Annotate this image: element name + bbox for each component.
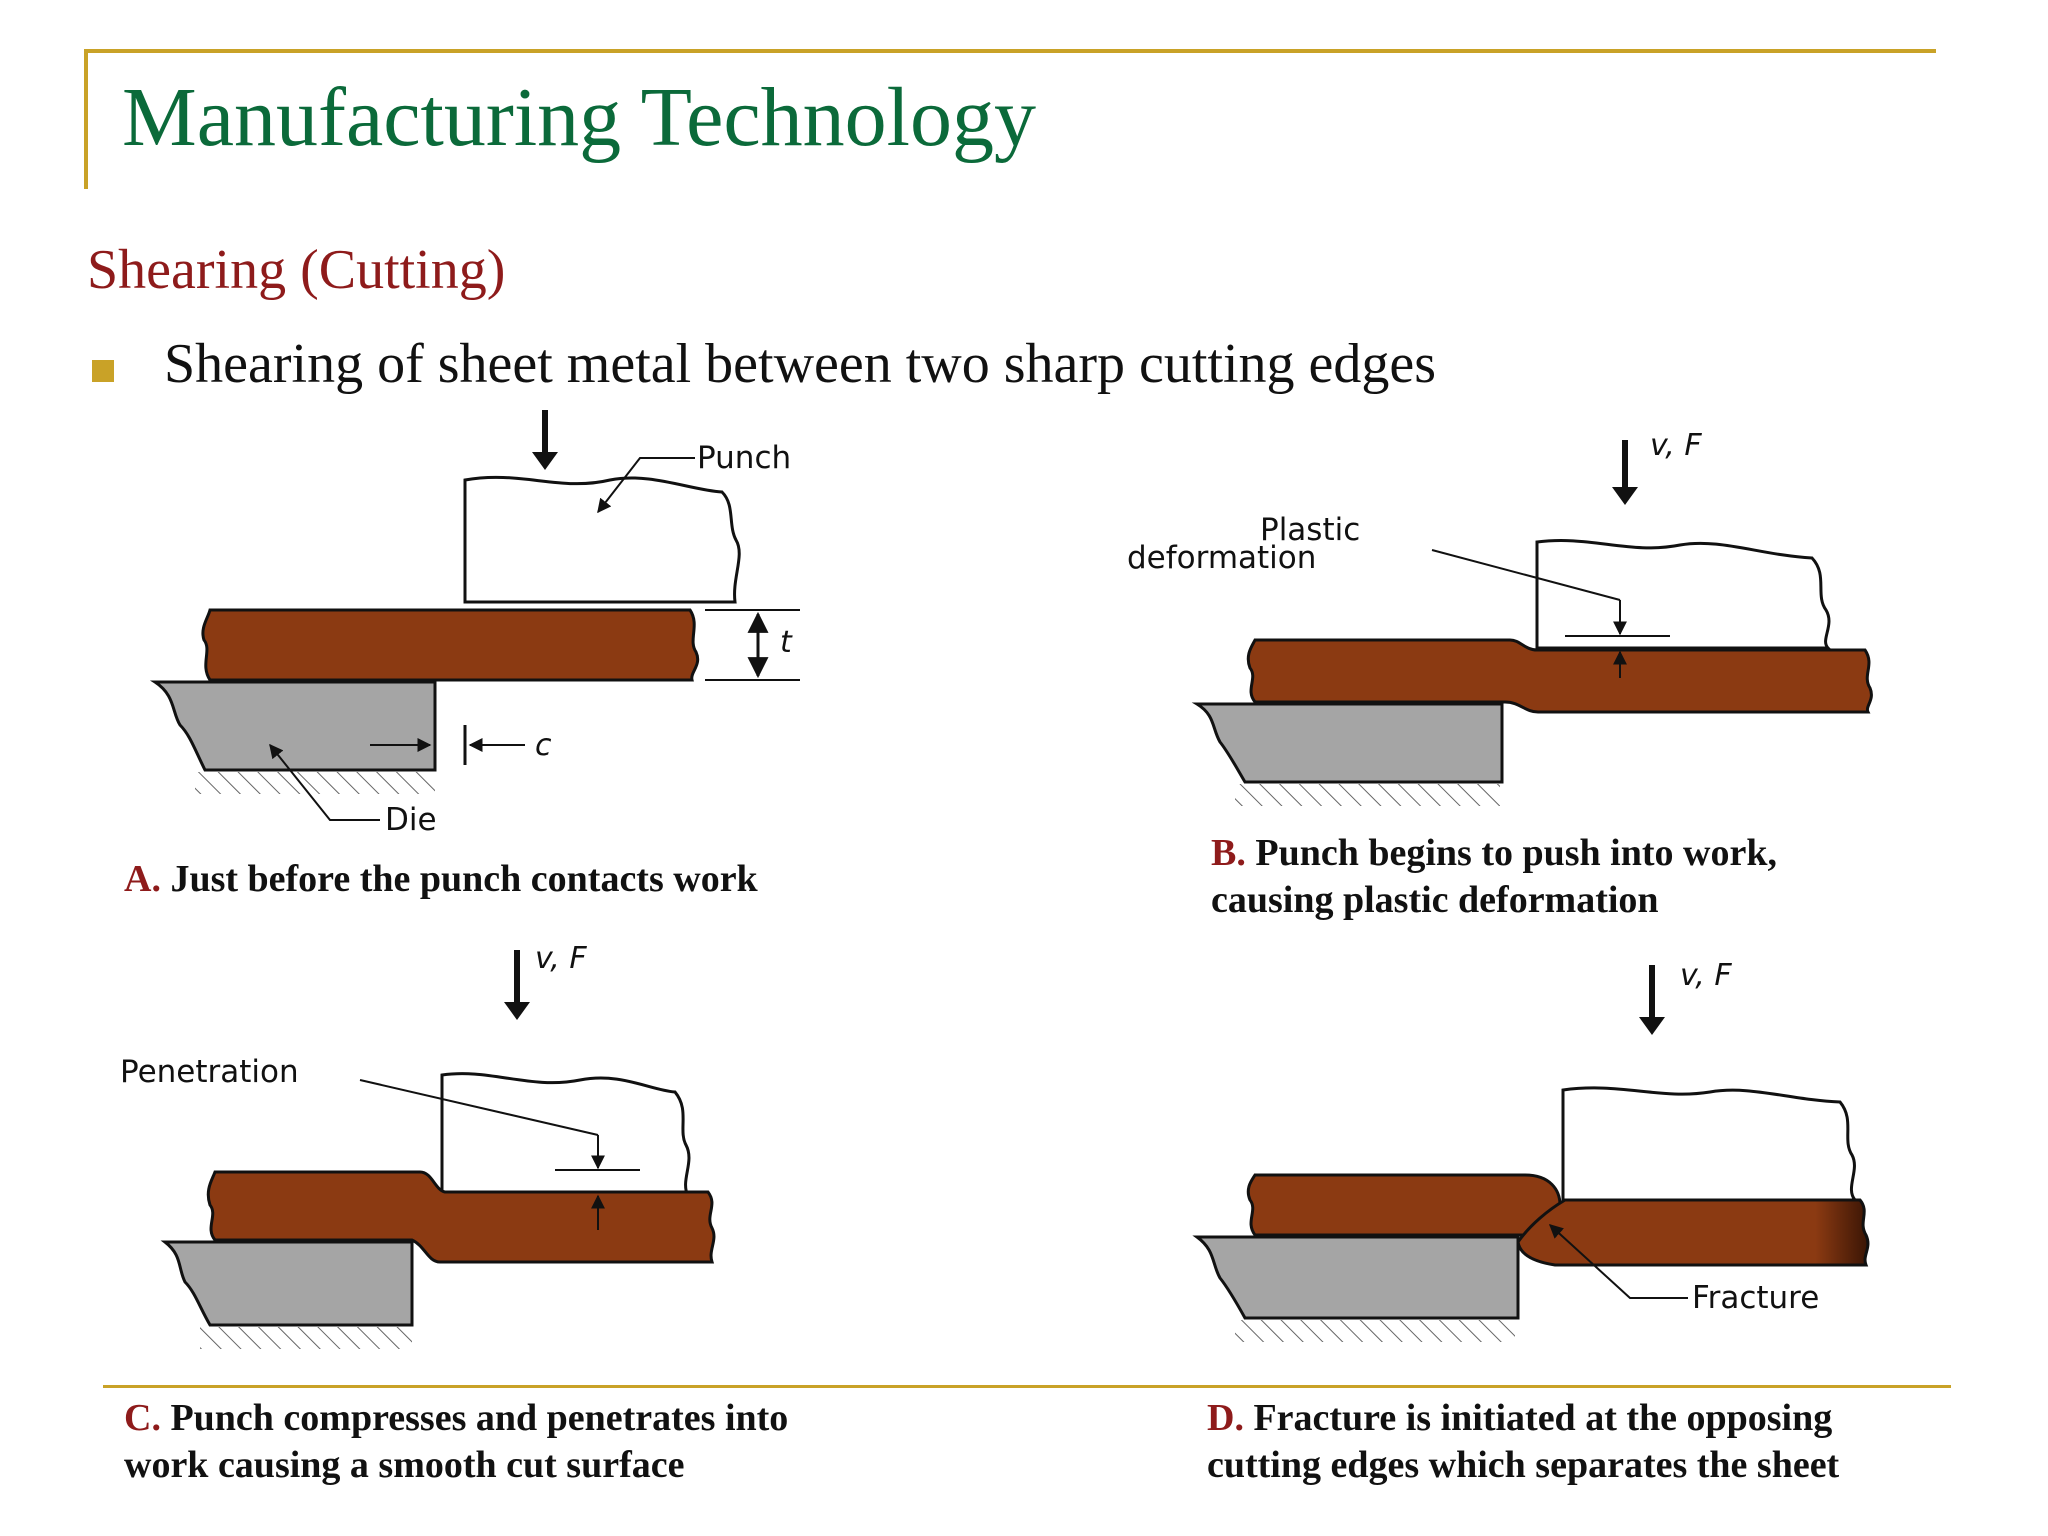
caption-d-letter: D. [1207, 1397, 1244, 1439]
caption-c-letter: C. [124, 1397, 161, 1439]
die [149, 680, 437, 772]
penetration-label: Penetration [120, 1054, 299, 1090]
die [1192, 1235, 1520, 1320]
caption-b-letter: B. [1211, 832, 1246, 874]
die [160, 1240, 414, 1327]
punch-label: Punch [697, 440, 791, 476]
caption-d: D. Fracture is initiated at the opposing… [1207, 1395, 1839, 1489]
caption-a: A. Just before the punch contacts work [124, 856, 758, 903]
caption-b: B. Punch begins to push into work, causi… [1211, 830, 1777, 924]
work-sheet [1246, 638, 1873, 714]
caption-c: C. Punch compresses and penetrates into … [124, 1395, 788, 1489]
fracture-label: Fracture [1692, 1280, 1819, 1316]
plastic-label-line2: deformation [1127, 540, 1316, 576]
slide-subtitle: Shearing (Cutting) [87, 239, 506, 301]
bullet-text: Shearing of sheet metal between two shar… [164, 333, 1437, 395]
punch [440, 1072, 691, 1198]
punch [1535, 538, 1832, 650]
die [1191, 702, 1504, 784]
figure-b: v, F Plastic deformation [1127, 428, 1873, 806]
work-sheet [201, 608, 700, 682]
top-frame-line [84, 49, 1936, 53]
caption-a-letter: A. [124, 858, 161, 900]
force-label: v, F [535, 941, 587, 976]
slide-title: Manufacturing Technology [122, 71, 1036, 164]
figure-a: t c Punch Die [149, 410, 800, 838]
punch [1561, 1086, 1859, 1202]
die-label: Die [385, 802, 437, 838]
caption-c-line2: work causing a smooth cut surface [124, 1444, 685, 1486]
work-sheet-left [1246, 1173, 1562, 1237]
caption-b-line1: Punch begins to push into work, [1255, 832, 1777, 874]
figure-c: v, F Penetration [120, 941, 716, 1349]
caption-d-line1: Fracture is initiated at the opposing [1253, 1397, 1833, 1439]
bullet-square-icon [92, 360, 114, 382]
figure-d: v, F Fracture [1192, 958, 1870, 1342]
caption-d-line2: cutting edges which separates the sheet [1207, 1444, 1840, 1486]
work-sheet [206, 1170, 716, 1264]
caption-b-line2: causing plastic deformation [1211, 879, 1659, 921]
plastic-label-line1: Plastic [1260, 512, 1360, 548]
work-sheet-right [1516, 1198, 1870, 1267]
thickness-label: t [780, 625, 793, 660]
caption-c-line1: Punch compresses and penetrates into [170, 1397, 789, 1439]
left-frame-line [84, 49, 88, 189]
bottom-frame-line [103, 1385, 1951, 1388]
punch [463, 475, 741, 604]
caption-a-line1: Just before the punch contacts work [170, 858, 758, 900]
clearance-label: c [535, 728, 552, 763]
force-label: v, F [1650, 428, 1702, 463]
force-label: v, F [1680, 958, 1732, 993]
